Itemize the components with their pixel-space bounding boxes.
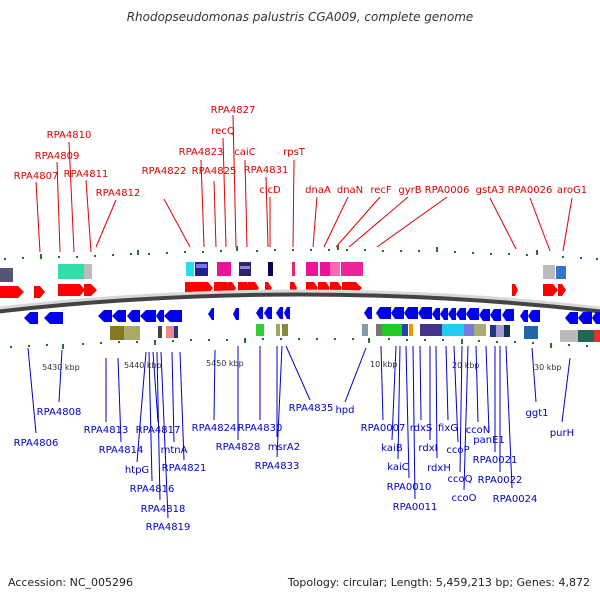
accession-label: Accession: NC_005296 <box>8 576 134 589</box>
gene-label-clcd: clcD <box>259 185 281 196</box>
gene-label-hpd: hpd <box>335 405 354 416</box>
gene-label-rpa4833: RPA4833 <box>255 461 300 472</box>
scale-label-20: 20 kbp <box>452 361 480 370</box>
gene-label-ggt1: ggt1 <box>526 408 549 419</box>
gene-label-recq: recQ <box>211 126 235 137</box>
gene-label-msra2: msrA2 <box>268 442 300 453</box>
gene-label-rpa4835: RPA4835 <box>289 403 334 414</box>
gene-label-rpa0024: RPA0024 <box>493 494 538 505</box>
gene-label-rdxh: rdxH <box>427 463 451 474</box>
gene-label-rpa0011: RPA0011 <box>393 502 438 513</box>
genome-summary: Topology: circular; Length: 5,459,213 bp… <box>287 576 590 589</box>
gene-label-ccoq: ccoQ <box>448 474 473 485</box>
gene-label-rpa4808: RPA4808 <box>37 407 82 418</box>
gene-label-rpa4822: RPA4822 <box>142 166 187 177</box>
gene-label-rpa0006: RPA0006 <box>425 185 470 196</box>
reverse-arrows <box>24 307 600 324</box>
gene-label-rpa4810: RPA4810 <box>47 130 92 141</box>
gene-label-pane1: panE1 <box>473 435 505 446</box>
gene-label-kaic: kaiC <box>387 462 409 473</box>
gene-label-rpa4812: RPA4812 <box>96 188 141 199</box>
gene-label-rpa4819: RPA4819 <box>146 522 191 533</box>
gene-label-dnan: dnaN <box>337 185 363 196</box>
scale-label-5440: 5440 kbp <box>124 361 162 370</box>
gene-label-ccoo: ccoO <box>452 493 477 504</box>
gene-label-rpa4809: RPA4809 <box>35 151 80 162</box>
gene-label-rdxs: rdxS <box>410 423 433 434</box>
gene-label-rpa0026: RPA0026 <box>508 185 553 196</box>
reverse-gene-boxes <box>110 324 600 342</box>
gene-label-rpa4831: RPA4831 <box>244 165 289 176</box>
gene-label-rdxi: rdxI <box>418 443 437 454</box>
bottom-gene-labels: RPA4806 RPA4808 RPA4813 RPA4814 htpG RPA… <box>14 403 574 533</box>
gene-label-rpa4817: RPA4817 <box>136 425 181 436</box>
top-scale-ticks <box>4 245 598 260</box>
gene-label-ccon: ccoN <box>466 425 491 436</box>
gene-label-rpst: rpsT <box>283 147 306 158</box>
gene-label-rpa0010: RPA0010 <box>387 482 432 493</box>
gene-label-gyrb: gyrB <box>398 185 421 196</box>
gene-label-mtna: mtnA <box>161 445 188 456</box>
gene-label-rpa4813: RPA4813 <box>84 425 129 436</box>
scale-label-10: 10 kbp <box>370 360 398 369</box>
gene-label-rpa4830: RPA4830 <box>238 423 283 434</box>
gene-label-rpa4825: RPA4825 <box>192 166 237 177</box>
gene-label-rpa0007: RPA0007 <box>361 423 406 434</box>
gene-label-rpa0021: RPA0021 <box>473 455 518 466</box>
gene-label-rpa4806: RPA4806 <box>14 438 59 449</box>
scale-label-30: 30 kbp <box>534 363 562 372</box>
gene-label-rpa4814: RPA4814 <box>99 445 144 456</box>
gene-label-dnaa: dnaA <box>305 185 331 196</box>
genome-backbone-shadow <box>0 291 600 314</box>
genome-title: Rhodopseudomonas palustris CGA009, compl… <box>126 10 474 24</box>
gene-label-ccop: ccoP <box>446 445 469 456</box>
scale-labels: 5430 kbp 5440 kbp 5450 kbp 10 kbp 20 kbp… <box>42 359 562 372</box>
top-label-lines <box>35 114 573 253</box>
gene-label-rpa4824: RPA4824 <box>192 423 237 434</box>
forward-gene-boxes <box>0 262 566 282</box>
gene-label-caic: caiC <box>234 147 255 158</box>
gene-label-htpg: htpG <box>125 465 149 476</box>
gene-label-fixg: fixG <box>438 423 458 434</box>
gene-label-rpa4821: RPA4821 <box>162 463 207 474</box>
gene-label-rpa4828: RPA4828 <box>216 442 261 453</box>
gene-label-rpa4816: RPA4816 <box>130 484 175 495</box>
gene-label-kaib: kaiB <box>381 443 403 454</box>
bottom-scale-ticks <box>10 338 588 349</box>
scale-label-5450: 5450 kbp <box>206 359 244 368</box>
gene-label-purh: purH <box>550 428 574 439</box>
bottom-label-lines <box>27 345 571 519</box>
gene-label-rpa4823: RPA4823 <box>179 147 224 158</box>
gene-label-rpa4811: RPA4811 <box>64 169 109 180</box>
gene-label-gsta3: gstA3 <box>476 185 505 196</box>
top-gene-labels: RPA4807 RPA4809 RPA4810 RPA4811 RPA4812 … <box>14 105 587 199</box>
gene-label-rpa0022: RPA0022 <box>478 475 523 486</box>
gene-label-recf: recF <box>370 185 392 196</box>
gene-label-rpa4827: RPA4827 <box>211 105 256 116</box>
genome-backbone <box>0 289 600 310</box>
gene-label-arog1: aroG1 <box>557 185 587 196</box>
gene-label-rpa4807: RPA4807 <box>14 171 59 182</box>
gene-label-rpa4818: RPA4818 <box>141 504 186 515</box>
